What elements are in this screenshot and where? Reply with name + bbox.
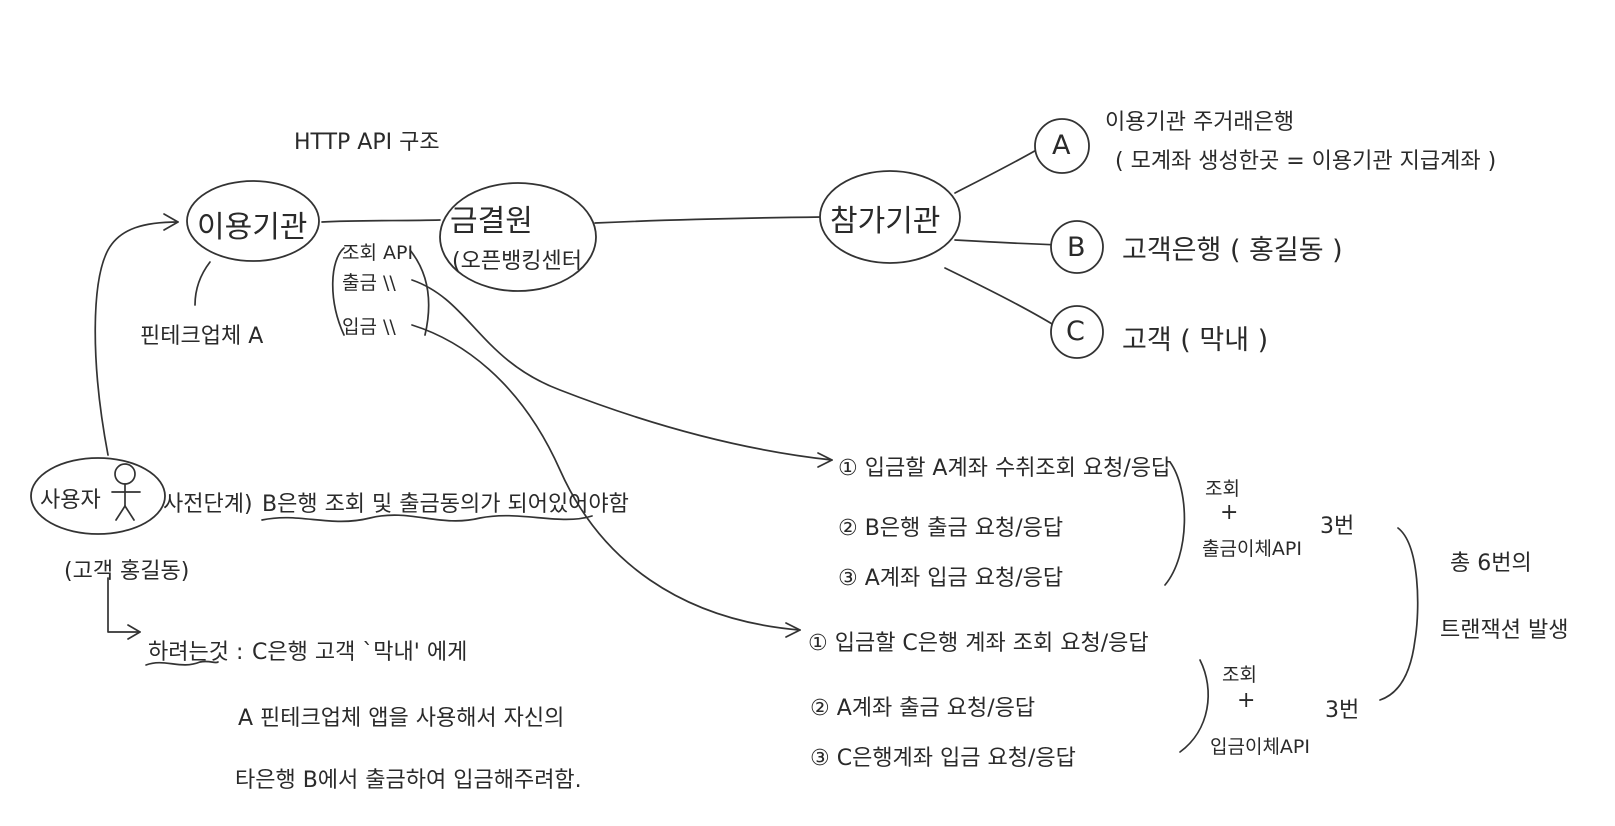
flow1-plus: + [1220, 500, 1239, 525]
link-participant-a [954, 144, 1046, 194]
bracket-flow1 [1164, 461, 1186, 586]
flow2-count: 3번 [1325, 698, 1360, 723]
flow1-step2: ② B은행 출금 요청/응답 [838, 516, 1064, 541]
arrowhead-userorg [163, 213, 179, 231]
underline-pre [261, 514, 593, 523]
curve-to-flow2 [411, 324, 801, 631]
flow2-plus: + [1237, 688, 1256, 713]
user-sub-label: (고객 홍길동) [64, 559, 190, 584]
fintech-label: 핀테크업체 A [140, 324, 264, 349]
arrowhead-goal [127, 624, 141, 640]
node-c-letter: C [1066, 316, 1085, 347]
link-participant-b [954, 239, 1063, 246]
link-kftc-participant [594, 216, 823, 224]
flow1-count: 3번 [1320, 514, 1355, 539]
node-participant-label: 참가기관 [830, 204, 941, 239]
arrowhead-flow1 [817, 452, 833, 468]
underline-goal [145, 660, 219, 666]
node-kftc-label: 금결원 [450, 204, 533, 239]
node-b [1050, 220, 1104, 274]
fintech-pointer [194, 261, 211, 306]
link-userorg-kftc [321, 219, 441, 223]
pre-step-text: B은행 조회 및 출금동의가 되어있어야함 [262, 492, 629, 517]
flow2-api1: 조회 [1222, 664, 1257, 686]
curve-to-flow1 [411, 279, 833, 461]
bracket-total [1379, 527, 1419, 701]
api-query: 조회 API [342, 242, 414, 264]
api-bracket [331, 247, 345, 336]
flow2-step3: ③ C은행계좌 입금 요청/응답 [810, 746, 1076, 771]
pre-step-label: 사전단계) [163, 492, 253, 517]
flow2-api2: 입금이체API [1210, 736, 1310, 758]
node-user-org [186, 180, 320, 262]
api-deposit: 입금 \\ [342, 316, 396, 338]
participant-c-desc: 고객 ( 막내 ) [1122, 325, 1269, 356]
node-a-letter: A [1052, 130, 1071, 161]
node-user-label: 사용자 [40, 488, 101, 513]
diagram-title: HTTP API 구조 [294, 130, 440, 155]
goal-line2: A 핀테크업체 앱을 사용해서 자신의 [238, 706, 565, 731]
node-participant [819, 170, 961, 264]
node-a [1034, 118, 1090, 174]
flow2-step2: ② A계좌 출금 요청/응답 [810, 696, 1036, 721]
arrow-user-to-userorg [94, 221, 179, 456]
arrowhead-flow2 [785, 622, 801, 638]
node-user-org-label: 이용기관 [197, 210, 308, 245]
total-line1: 총 6번의 [1450, 551, 1532, 576]
node-b-letter: B [1067, 232, 1086, 263]
arrow-user-to-goal [107, 577, 141, 633]
node-kftc [439, 182, 597, 292]
flow2-step1: ① 입금할 C은행 계좌 조회 요청/응답 [808, 631, 1149, 656]
total-line2: 트랜잭션 발생 [1440, 618, 1569, 643]
flow1-api2: 출금이체API [1202, 538, 1302, 560]
goal-line3: 타은행 B에서 출금하여 입금해주려함. [235, 768, 582, 793]
goal-label: 하려는것 : [148, 640, 244, 665]
api-bracket-right [409, 249, 430, 336]
node-kftc-sub-label: (오픈뱅킹센터 [452, 249, 583, 274]
flow1-step3: ③ A계좌 입금 요청/응답 [838, 566, 1064, 591]
participant-a-note: ( 모계좌 생성한곳 = 이용기관 지급계좌 ) [1115, 149, 1497, 174]
flow1-api1: 조회 [1205, 478, 1240, 500]
person-icon [111, 463, 141, 521]
link-participant-c [944, 267, 1063, 331]
api-withdraw: 출금 \\ [342, 272, 396, 294]
flow1-step1: ① 입금할 A계좌 수취조회 요청/응답 [838, 456, 1172, 481]
participant-b-desc: 고객은행 ( 홍길동 ) [1122, 235, 1343, 266]
participant-a-desc: 이용기관 주거래은행 [1105, 110, 1295, 135]
bracket-flow2 [1179, 659, 1210, 753]
goal-line1: C은행 고객 `막내' 에게 [252, 640, 468, 665]
node-c [1050, 305, 1104, 359]
